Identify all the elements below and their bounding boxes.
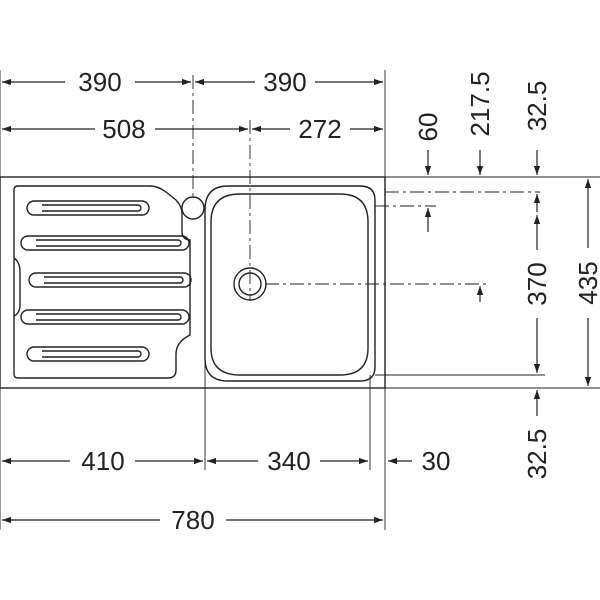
dim-label-508: 508: [102, 114, 145, 144]
groove: [28, 272, 192, 288]
groove: [26, 346, 150, 362]
groove-inner: [44, 276, 184, 284]
dim-label-32-5-top: 32.5: [522, 81, 552, 132]
groove-inner: [42, 350, 142, 358]
drainer-grooves: [20, 200, 192, 362]
top-dimensions: 390 390 508 272: [0, 67, 386, 177]
right-dimensions: 60 217.5 32.5 370 32.5 435: [413, 71, 600, 479]
sink-outline: [0, 176, 386, 389]
drainer-edge-detail: [13, 257, 21, 317]
groove-inner: [36, 313, 182, 321]
bowl-outer-rim: [204, 185, 376, 382]
groove-inner: [42, 204, 142, 212]
dim-label-272: 272: [298, 114, 341, 144]
groove-inner: [36, 239, 182, 247]
groove: [26, 200, 150, 216]
bottom-dimensions: 410 340 30 780: [0, 358, 450, 535]
dim-label-370: 370: [522, 262, 552, 305]
dim-label-340: 340: [267, 446, 310, 476]
dim-label-30: 30: [422, 446, 451, 476]
dim-label-217-5: 217.5: [465, 71, 495, 136]
dim-label-60: 60: [413, 113, 443, 142]
bowl-inner: [210, 193, 369, 376]
sink-outer-edge: [0, 176, 386, 389]
dim-label-32-5-bottom: 32.5: [522, 429, 552, 480]
dim-label-390-right: 390: [263, 67, 306, 97]
reference-lines: [192, 75, 600, 389]
dim-label-780: 780: [171, 505, 214, 535]
groove: [20, 235, 190, 251]
dim-label-410: 410: [81, 446, 124, 476]
groove: [20, 309, 190, 325]
tap-hole: [181, 196, 205, 220]
dim-label-390-left: 390: [78, 67, 121, 97]
drainer-outline: [13, 185, 191, 379]
dim-label-435: 435: [573, 261, 600, 304]
